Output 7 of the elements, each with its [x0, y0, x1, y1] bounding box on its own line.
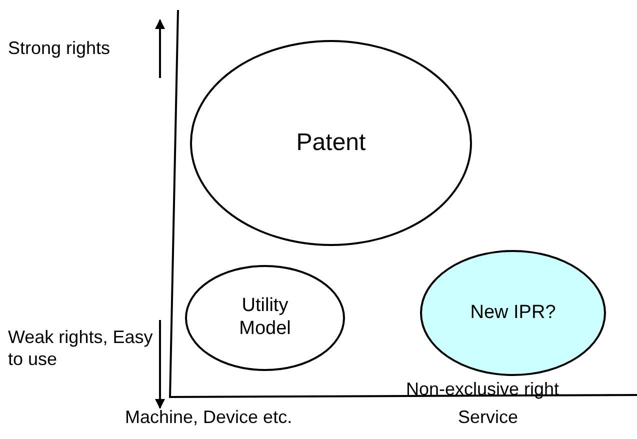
node-label: New IPR? — [469, 302, 557, 324]
axis-label: Service — [458, 406, 520, 428]
node-label: Patent — [295, 128, 367, 158]
axis-label: Weak rights, Easy to use — [8, 326, 153, 370]
node-label: Utility Model — [238, 295, 292, 341]
axis-label: Machine, Device etc. — [125, 406, 294, 428]
axis-label: Strong rights — [8, 37, 112, 59]
